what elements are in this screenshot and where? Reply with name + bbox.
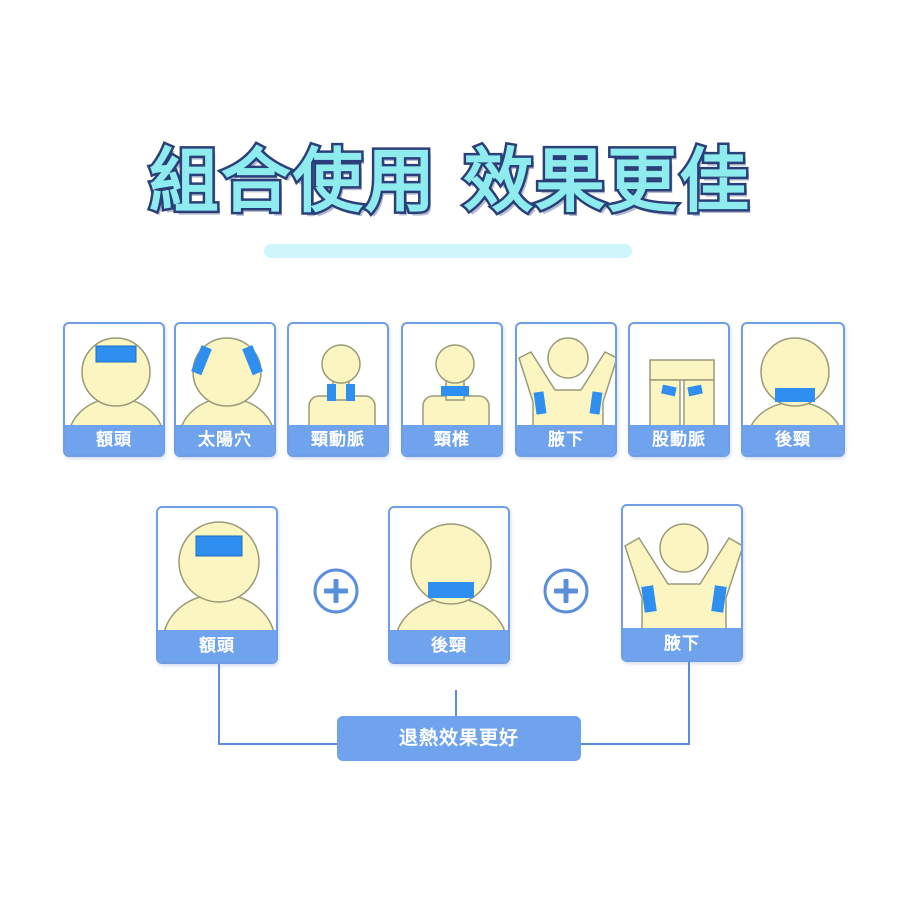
connector-right-horizontal — [580, 743, 690, 745]
connector-right-vertical — [688, 662, 690, 745]
connector-left-horizontal — [218, 743, 338, 745]
connector-center-vertical — [455, 690, 457, 717]
card-label: 額頭 — [65, 425, 163, 455]
top-card-cervical: 頸椎 — [401, 322, 503, 457]
top-card-back-neck: 後頸 — [741, 322, 845, 457]
combo-card-back-neck: 後頸 — [388, 506, 510, 664]
result-label: 退熱效果更好 — [337, 716, 581, 761]
card-label: 額頭 — [158, 630, 276, 662]
combo-card-armpit: 腋下 — [621, 504, 743, 662]
top-card-femoral: 股動脈 — [628, 322, 730, 457]
top-card-temple: 太陽穴 — [174, 322, 276, 457]
card-label: 頸椎 — [403, 425, 501, 455]
plus-circle-icon — [543, 568, 589, 614]
combo-card-forehead: 額頭 — [156, 506, 278, 664]
card-label: 太陽穴 — [176, 425, 274, 455]
connector-left-vertical — [218, 664, 220, 745]
card-label: 後頸 — [743, 425, 843, 455]
top-card-forehead: 額頭 — [63, 322, 165, 457]
card-label: 頸動脈 — [289, 425, 387, 455]
plus-circle-icon — [313, 568, 359, 614]
card-label: 後頸 — [390, 630, 508, 662]
top-card-carotid: 頸動脈 — [287, 322, 389, 457]
title-underline — [264, 244, 632, 258]
main-title: 組合使用 效果更佳 — [146, 140, 752, 222]
card-label: 股動脈 — [630, 425, 728, 455]
card-label: 腋下 — [623, 628, 741, 660]
card-label: 腋下 — [517, 425, 615, 455]
top-card-armpit: 腋下 — [515, 322, 617, 457]
